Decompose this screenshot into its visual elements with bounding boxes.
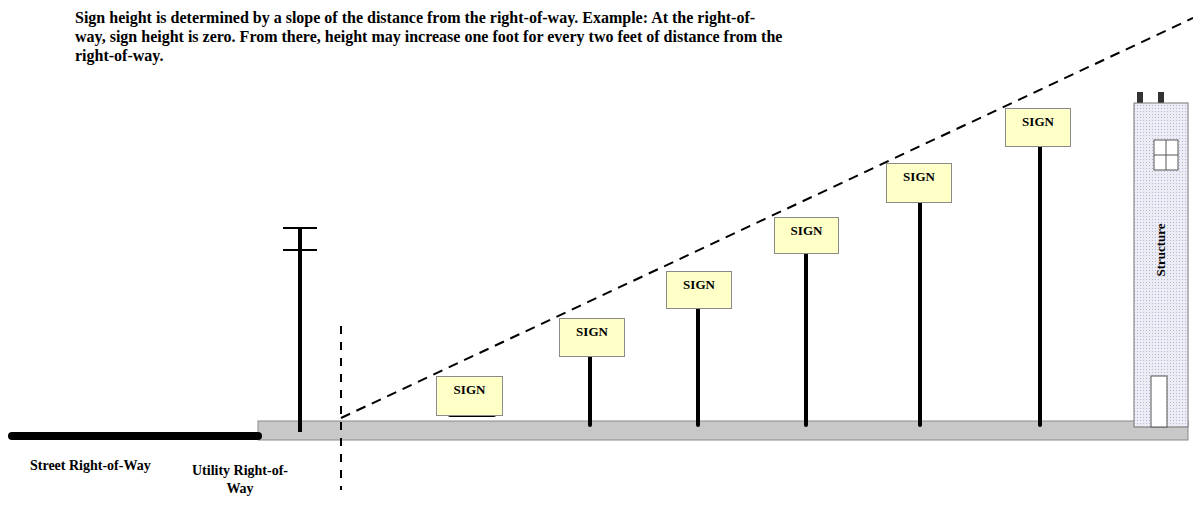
sign-label: SIGN <box>887 164 951 184</box>
utility-row-label: Utility Right-of-Way <box>190 462 290 498</box>
slope-line <box>341 18 1193 418</box>
utility-pole <box>283 227 317 432</box>
sign-box: SIGN <box>886 163 952 203</box>
sign-box: SIGN <box>559 318 625 357</box>
sign-box: SIGN <box>774 217 839 254</box>
sign-label: SIGN <box>437 377 502 397</box>
row-line <box>340 326 342 490</box>
structure-box: Structure <box>1134 103 1188 427</box>
street <box>12 432 258 440</box>
sign-posts <box>450 147 1040 425</box>
sign-label: SIGN <box>667 272 731 292</box>
sign-label: SIGN <box>560 319 624 339</box>
street-row-label: Street Right-of-Way <box>30 458 200 474</box>
sign-box: SIGN <box>436 376 503 416</box>
sign-box: SIGN <box>666 271 732 309</box>
note-text: Sign height is determined by a slope of … <box>75 8 785 65</box>
sign-label: SIGN <box>1006 109 1070 129</box>
ground-strip <box>258 421 1188 440</box>
sign-box: SIGN <box>1005 108 1071 147</box>
sign-label: SIGN <box>775 218 838 238</box>
structure-building <box>1134 92 1188 427</box>
structure-label: Structure <box>1153 223 1169 276</box>
